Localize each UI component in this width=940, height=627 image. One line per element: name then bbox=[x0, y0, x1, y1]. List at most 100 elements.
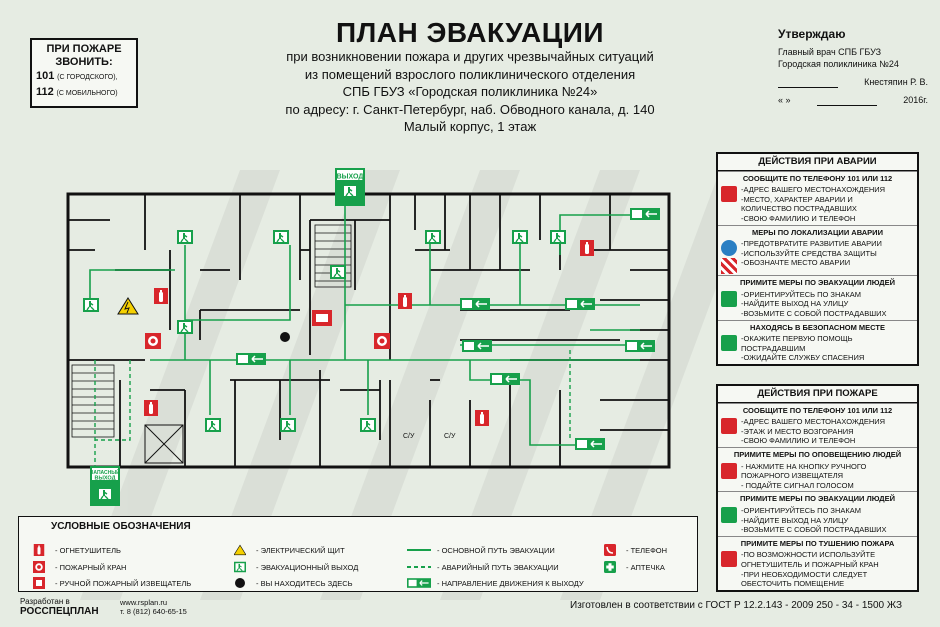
accident-section-1-heading: СООБЩИТЕ ПО ТЕЛЕФОНУ 101 ИЛИ 112 bbox=[718, 170, 917, 185]
text-line: -ОКАЖИТЕ ПЕРВУЮ ПОМОЩЬ bbox=[741, 334, 853, 344]
text-line: -ПРЕДОТВРАТИТЕ РАЗВИТИЕ АВАРИИ bbox=[741, 239, 882, 249]
elevator bbox=[144, 424, 184, 464]
hydrants bbox=[145, 310, 390, 349]
fire-section-3: -ОРИЕНТИРУЙТЕСЬ ПО ЗНАКАМ -НАЙДИТЕ ВЫХОД… bbox=[718, 505, 917, 536]
fire-section-4: -ПО ВОЗМОЖНОСТИ ИСПОЛЬЗУЙТЕ ОГНЕТУШИТЕЛЬ… bbox=[718, 549, 917, 589]
spare-exit-label-2: ВЫХОД bbox=[94, 476, 115, 482]
legend-item-exit: - ЭВАКУАЦИОННЫЙ ВЫХОД bbox=[234, 561, 358, 573]
subtitle-line-1: при возникновении пожара и других чрезвы… bbox=[286, 49, 654, 64]
fire-call-heading-1: ПРИ ПОЖАРЕ bbox=[46, 43, 122, 55]
text-line: -ВОЗЬМИТЕ С СОБОЙ ПОСТРАДАВШИХ bbox=[741, 308, 887, 318]
legend-label: - ЭЛЕКТРИЧЕСКИЙ ЩИТ bbox=[256, 545, 345, 555]
legend-item-electrical: - ЭЛЕКТРИЧЕСКИЙ ЩИТ bbox=[234, 544, 345, 556]
subtitle-line-3: СПБ ГБУЗ «Городская поликлиника №24» bbox=[342, 84, 598, 99]
spare-path-icon bbox=[407, 566, 431, 568]
legend-item-first-aid: - АПТЕЧКА bbox=[604, 561, 665, 573]
page-title: ПЛАН ЭВАКУАЦИИ bbox=[336, 17, 604, 48]
text-line: -ИСПОЛЬЗУЙТЕ СРЕДСТВА ЗАЩИТЫ bbox=[741, 248, 877, 258]
spare-exit-label-1: ЗАПАСНЫЙ bbox=[90, 468, 120, 476]
legend-item-you-are-here: - ВЫ НАХОДИТЕСЬ ЗДЕСЬ bbox=[234, 577, 353, 589]
text-line: -АДРЕС ВАШЕГО МЕСТОНАХОЖДЕНИЯ bbox=[741, 185, 886, 195]
phone-icon bbox=[721, 418, 737, 435]
legend-label: - АВАРИЙНЫЙ ПУТЬ ЭВАКУАЦИИ bbox=[437, 562, 559, 572]
title-block: ПЛАН ЭВАКУАЦИИ при возникновении пожара … bbox=[250, 18, 690, 136]
direction-arrow-icon bbox=[407, 577, 431, 589]
fire-panel-title: ДЕЙСТВИЯ ПРИ ПОЖАРЕ bbox=[718, 386, 917, 403]
first-aid-icon bbox=[721, 335, 737, 352]
legend-label: - ВЫ НАХОДИТЕСЬ ЗДЕСЬ bbox=[256, 578, 353, 588]
alarm-button-icon bbox=[721, 462, 737, 479]
approval-line-1: Главный врач СПБ ГБУЗ bbox=[778, 47, 882, 57]
text-line: -ОБОЗНАЧТЕ МЕСТО АВАРИИ bbox=[741, 258, 851, 268]
fire-section-2-heading: ПРИМИТЕ МЕРЫ ПО ОПОВЕЩЕНИЮ ЛЮДЕЙ bbox=[718, 446, 917, 461]
legend-item-main-path: - ОСНОВНОЙ ПУТЬ ЭВАКУАЦИИ bbox=[407, 544, 555, 556]
text-line: ПОСТРАДАВШИМ bbox=[741, 343, 806, 353]
fire-call-line-2: 112 (С МОБИЛЬНОГО) bbox=[36, 86, 118, 98]
stair-left bbox=[71, 364, 115, 438]
legend-label: - НАПРАВЛЕНИЕ ДВИЖЕНИЯ К ВЫХОДУ bbox=[437, 578, 584, 588]
fire-section-1: -АДРЕС ВАШЕГО МЕСТОНАХОЖДЕНИЯ -ЭТАЖ И МЕ… bbox=[718, 416, 917, 447]
legend-title: УСЛОВНЫЕ ОБОЗНАЧЕНИЯ bbox=[51, 521, 191, 532]
evac-exit-icon bbox=[234, 561, 246, 573]
approval-heading: Утверждаю bbox=[778, 27, 846, 41]
electrical-panel-icon bbox=[117, 297, 139, 315]
text-line: -ПО ВОЗМОЖНОСТИ ИСПОЛЬЗУЙТЕ bbox=[741, 550, 876, 560]
fire-actions-panel: ДЕЙСТВИЯ ПРИ ПОЖАРЕ СООБЩИТЕ ПО ТЕЛЕФОНУ… bbox=[716, 384, 919, 592]
text-line: -НАЙДИТЕ ВЫХОД НА УЛИЦУ bbox=[741, 299, 849, 309]
accident-section-4-heading: НАХОДЯСЬ В БЕЗОПАСНОМ МЕСТЕ bbox=[718, 319, 917, 334]
text-line: -ОРИЕНТИРУЙТЕСЬ ПО ЗНАКАМ bbox=[741, 289, 861, 299]
you-are-here-marker bbox=[280, 332, 290, 342]
footer-developed-by: Разработан в bbox=[20, 597, 70, 606]
approval-date-right: 2016г. bbox=[903, 95, 928, 105]
subtitle-line-2: из помещений взрослого поликлинического … bbox=[304, 66, 636, 82]
footer-contacts: www.rsplan.ru т. 8 (812) 640-65-15 bbox=[120, 598, 187, 616]
watermark bbox=[80, 170, 760, 600]
text-line: -НАЙДИТЕ ВЫХОД НА УЛИЦУ bbox=[741, 515, 849, 525]
extinguisher-icon bbox=[721, 551, 737, 568]
text-line: КОЛИЧЕСТВО ПОСТРАДАВШИХ bbox=[741, 204, 857, 214]
approval-line-2: Городская поликлиника №24 bbox=[778, 59, 899, 69]
accident-section-3-heading: ПРИМИТЕ МЕРЫ ПО ЭВАКУАЦИИ ЛЮДЕЙ bbox=[718, 275, 917, 289]
fire-call-box: ПРИ ПОЖАРЕ ЗВОНИТЬ: 101 (С ГОРОДСКОГО), … bbox=[30, 38, 138, 108]
exit-sign-top: ВЫХОД bbox=[335, 168, 365, 206]
text-line: -АДРЕС ВАШЕГО МЕСТОНАХОЖДЕНИЯ bbox=[741, 417, 886, 427]
protection-icon bbox=[721, 240, 737, 257]
accident-section-3: -ОРИЕНТИРУЙТЕСЬ ПО ЗНАКАМ -НАЙДИТЕ ВЫХОД… bbox=[718, 289, 917, 320]
text-line: - НАЖМИТЕ НА КНОПКУ РУЧНОГО bbox=[741, 461, 867, 471]
legend-label: - ОСНОВНОЙ ПУТЬ ЭВАКУАЦИИ bbox=[437, 545, 555, 555]
you-are-here-icon bbox=[235, 578, 245, 588]
approval-signer-row: Кнестяпин Р. В. bbox=[778, 76, 928, 88]
footer-phone: т. 8 (812) 640-65-15 bbox=[120, 607, 187, 616]
phone-icon bbox=[721, 186, 737, 203]
legend: УСЛОВНЫЕ ОБОЗНАЧЕНИЯ - ОГНЕТУШИТЕЛЬ - ПО… bbox=[18, 516, 698, 592]
extinguisher-icon bbox=[33, 544, 45, 556]
first-aid-icon bbox=[604, 561, 616, 573]
text-line: -ВОЗЬМИТЕ С СОБОЙ ПОСТРАДАВШИХ bbox=[741, 525, 887, 535]
accident-section-2-heading: МЕРЫ ПО ЛОКАЛИЗАЦИИ АВАРИИ bbox=[718, 224, 917, 239]
legend-label: - АПТЕЧКА bbox=[626, 562, 665, 572]
legend-label: - ПОЖАРНЫЙ КРАН bbox=[55, 562, 127, 572]
phone-icon bbox=[604, 544, 616, 556]
accident-section-4: -ОКАЖИТЕ ПЕРВУЮ ПОМОЩЬ ПОСТРАДАВШИМ -ОЖИ… bbox=[718, 333, 917, 364]
fire-call-line-1: 101 (С ГОРОДСКОГО), bbox=[36, 70, 118, 82]
legend-item-alarm: - РУЧНОЙ ПОЖАРНЫЙ ИЗВЕЩАТЕЛЬ bbox=[33, 577, 191, 589]
legend-label: - РУЧНОЙ ПОЖАРНЫЙ ИЗВЕЩАТЕЛЬ bbox=[55, 578, 192, 588]
text-line: - ПОДАЙТЕ СИГНАЛ ГОЛОСОМ bbox=[741, 480, 854, 490]
footer-standard: Изготовлен в соответствии с ГОСТ Р 12.2.… bbox=[570, 600, 903, 611]
legend-item-extinguisher: - ОГНЕТУШИТЕЛЬ bbox=[33, 544, 121, 556]
legend-label: - ОГНЕТУШИТЕЛЬ bbox=[55, 545, 121, 555]
accident-section-2: -ПРЕДОТВРАТИТЕ РАЗВИТИЕ АВАРИИ -ИСПОЛЬЗУ… bbox=[718, 238, 917, 275]
hydrant-icon bbox=[33, 561, 45, 573]
approval-date-left: « » bbox=[778, 95, 791, 105]
fire-section-2: - НАЖМИТЕ НА КНОПКУ РУЧНОГО ПОЖАРНОГО ИЗ… bbox=[718, 461, 917, 492]
legend-item-hydrant: - ПОЖАРНЫЙ КРАН bbox=[33, 561, 126, 573]
legend-label: - ТЕЛЕФОН bbox=[626, 545, 668, 555]
electrical-panel-icon bbox=[234, 544, 246, 556]
subtitle-line-5: Малый корпус, 1 этаж bbox=[403, 119, 537, 134]
wc-label-1: С/У bbox=[403, 433, 415, 440]
exit-sign-spare: ЗАПАСНЫЙ ВЫХОД bbox=[90, 466, 120, 506]
footer-company-logo: РОССПЕЦПЛАН bbox=[20, 606, 99, 617]
exit-label: ВЫХОД bbox=[337, 174, 364, 181]
main-path-icon bbox=[407, 549, 431, 551]
